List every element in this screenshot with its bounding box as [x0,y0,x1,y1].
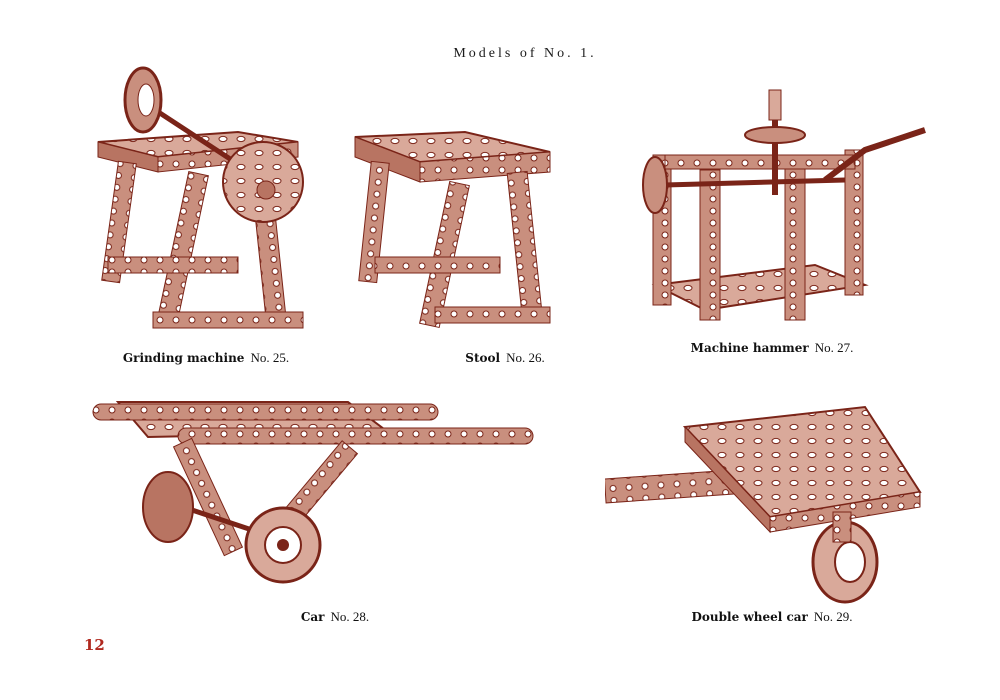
model-number: No. 25. [250,350,290,365]
page-number: 12 [84,636,105,654]
page-title: Models of No. 1. [453,46,597,61]
model-number: No. 28. [330,609,370,624]
caption-machine-hammer: Machine hammer No. 27. [691,340,854,356]
car-illustration [92,401,534,584]
double-wheel-car-illustration [605,405,922,604]
model-name: Double wheel car [691,610,808,624]
model-number: No. 27. [814,340,854,355]
caption-stool: Stool No. 26. [465,350,544,366]
grinding-machine-illustration [97,66,304,329]
model-name: Car [300,610,325,624]
caption-double-wheel-car: Double wheel car No. 29. [691,609,852,625]
caption-grinding-machine: Grinding machine No. 25. [123,350,289,366]
machine-hammer-illustration [642,89,926,321]
model-number: No. 26. [506,350,545,365]
model-number: No. 29. [813,609,853,624]
model-name: Stool [465,351,501,365]
caption-car: Car No. 28. [301,609,369,625]
model-name: Machine hammer [690,341,809,355]
stool-illustration [354,130,551,329]
model-name: Grinding machine [122,351,245,365]
